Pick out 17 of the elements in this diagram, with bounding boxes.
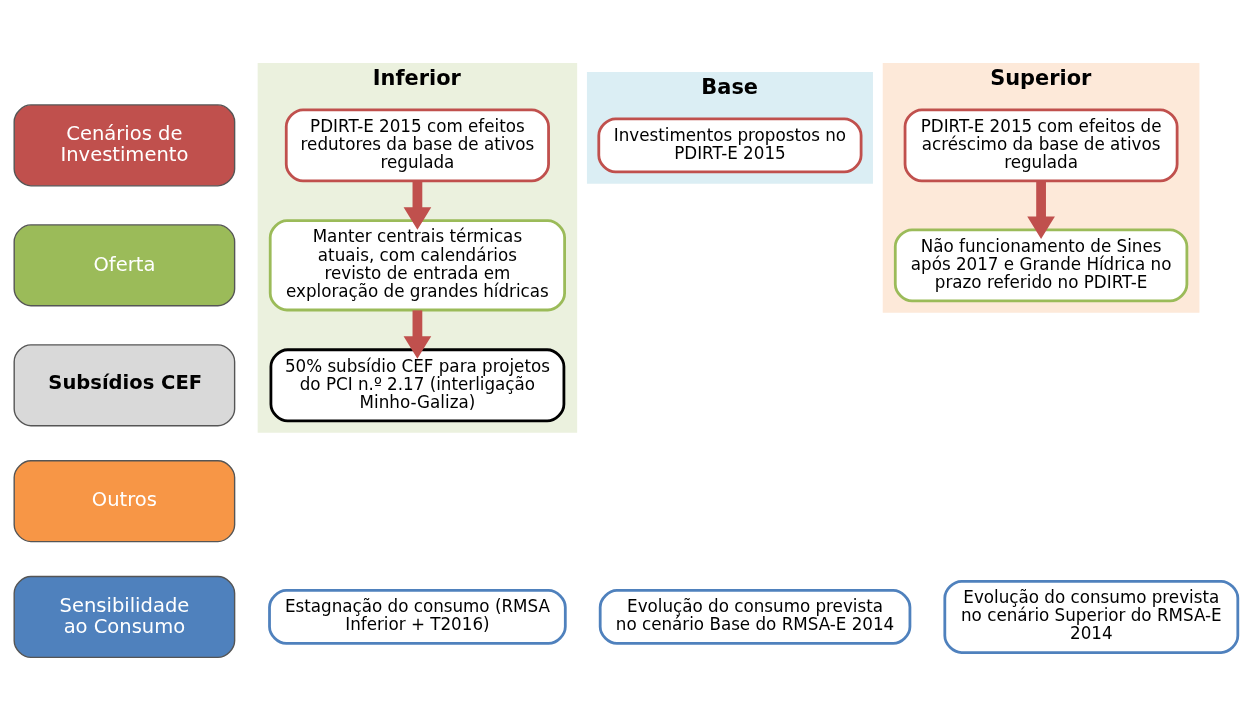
node-box: Outros: [13, 459, 236, 542]
node-box: Evolução do consumo prevista no cenário Base do RMSA-E 2014: [598, 588, 912, 645]
arrow: [403, 309, 432, 359]
arrow: [1027, 180, 1055, 239]
node-box: Não funcionamento de Sines após 2017 e Grande Hídrica no prazo referido no PDIRT-E: [893, 227, 1189, 302]
node-box: Estagnação do consumo (RMSA Inferior + T2016): [268, 588, 567, 645]
node-box: Cenários de Investimento: [13, 103, 236, 187]
node-box: Sensibilidade ao Consumo: [13, 575, 236, 658]
node-box: PDIRT-E 2015 com efeitos de acréscimo da base de ativos regulada: [903, 107, 1179, 182]
node-box: 50% subsídio CEF para projetos do PCI n.º 2.17 (interligação Minho-Galiza): [269, 347, 566, 422]
node-box: Investimentos propostos no PDIRT-E 2015: [597, 116, 863, 173]
node-box: Evolução do consumo prevista no cenário Superior do RMSA-E 2014: [943, 579, 1240, 654]
node-box: Subsídios CEF: [13, 343, 236, 426]
node-box: Oferta: [13, 223, 236, 306]
node-box: PDIRT-E 2015 com efeitos redutores da base de ativos regulada: [284, 107, 550, 182]
arrow: [403, 180, 432, 230]
node-box: Manter centrais térmicas atuais, com calendários revisto de entrada em exploração de grandes hídricas: [268, 218, 566, 311]
